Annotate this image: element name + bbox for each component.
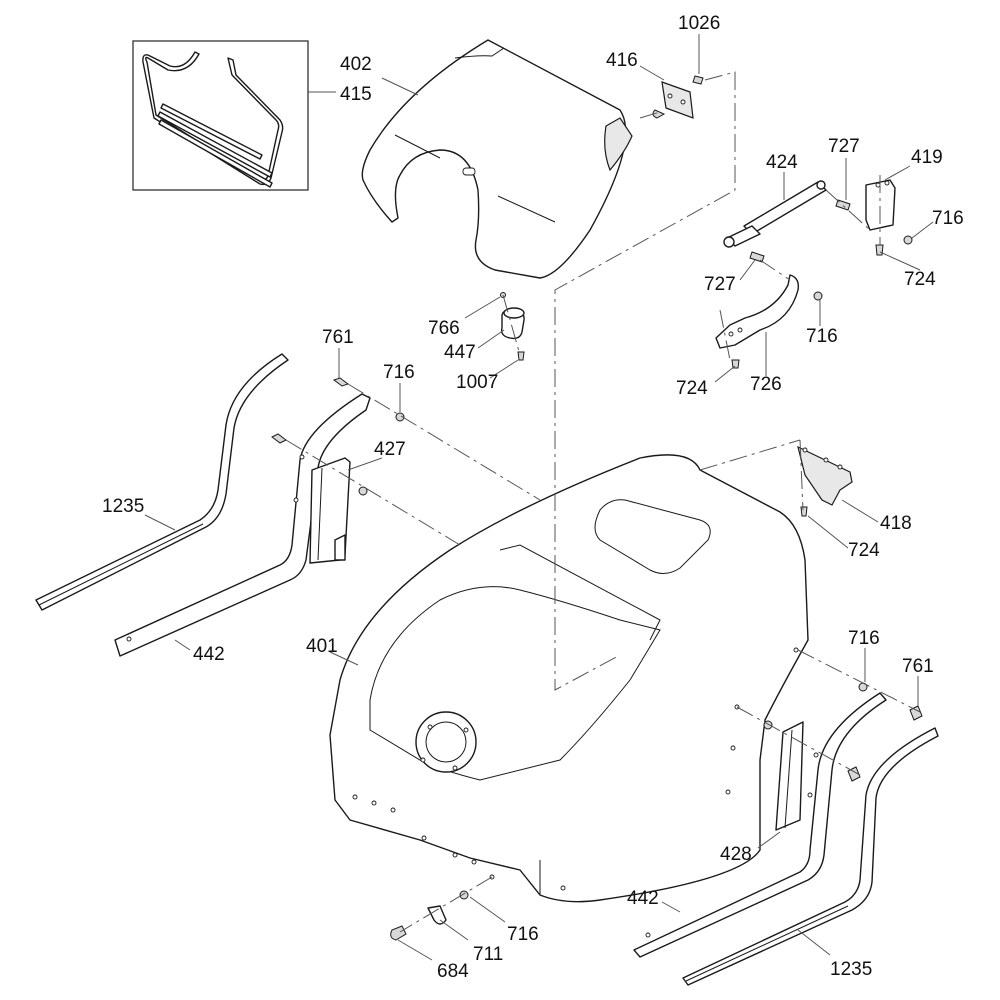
callout-761-left: 761 [322, 327, 354, 348]
assembly-lines [285, 71, 921, 933]
callout-418: 418 [880, 513, 912, 534]
main-housing [329, 454, 809, 903]
callout-447: 447 [444, 342, 476, 363]
right-fasteners [763, 682, 923, 782]
callout-724-bracket: 724 [904, 269, 936, 290]
bumper-assembly [500, 292, 525, 361]
left-side-strip [114, 393, 371, 657]
callout-402: 402 [340, 54, 372, 75]
callout-761-right: 761 [902, 656, 934, 677]
callout-716-front: 716 [507, 924, 539, 945]
callout-442-right: 442 [627, 888, 659, 909]
callout-1026: 1026 [678, 13, 720, 34]
callout-724-hinge: 724 [848, 540, 880, 561]
callout-415: 415 [340, 84, 372, 105]
callout-684: 684 [437, 961, 469, 982]
top-cover [361, 39, 633, 279]
inset-box-seal-kit [132, 40, 309, 191]
callout-766: 766 [428, 318, 460, 339]
callout-1235-left: 1235 [102, 496, 144, 517]
callout-1007: 1007 [456, 372, 498, 393]
callout-442-left: 442 [193, 644, 225, 665]
left-edge-trim [35, 353, 289, 611]
gas-spring [723, 180, 851, 263]
callout-424: 424 [766, 152, 798, 173]
support-arm [715, 274, 823, 369]
left-guide-plate [309, 457, 351, 564]
callout-419: 419 [911, 147, 943, 168]
left-fasteners [271, 377, 405, 496]
callout-1235-right: 1235 [830, 959, 872, 980]
callout-716-arm: 716 [806, 326, 838, 347]
front-fasteners [390, 890, 469, 941]
callout-727-upper: 727 [828, 136, 860, 157]
right-guide-plate [775, 721, 804, 831]
bracket-419 [865, 179, 913, 256]
callout-716-bracket: 716 [932, 208, 964, 229]
callout-726: 726 [750, 374, 782, 395]
callout-427: 427 [374, 439, 406, 460]
callout-724-arm: 724 [676, 378, 708, 399]
callout-401: 401 [306, 636, 338, 657]
leader-lines [144, 34, 934, 961]
right-edge-trim [682, 727, 939, 986]
hinge-bracket-418 [797, 445, 853, 517]
right-side-strip [633, 692, 887, 958]
callout-428: 428 [720, 844, 752, 865]
callout-716-left: 716 [383, 362, 415, 383]
callout-711: 711 [473, 944, 503, 965]
callout-416: 416 [606, 50, 638, 71]
callout-727-lower: 727 [704, 274, 736, 295]
callout-716-right: 716 [848, 628, 880, 649]
callout-labels: 402 415 416 1026 424 727 419 716 724 727… [102, 13, 964, 982]
hinge-416 [652, 75, 704, 119]
